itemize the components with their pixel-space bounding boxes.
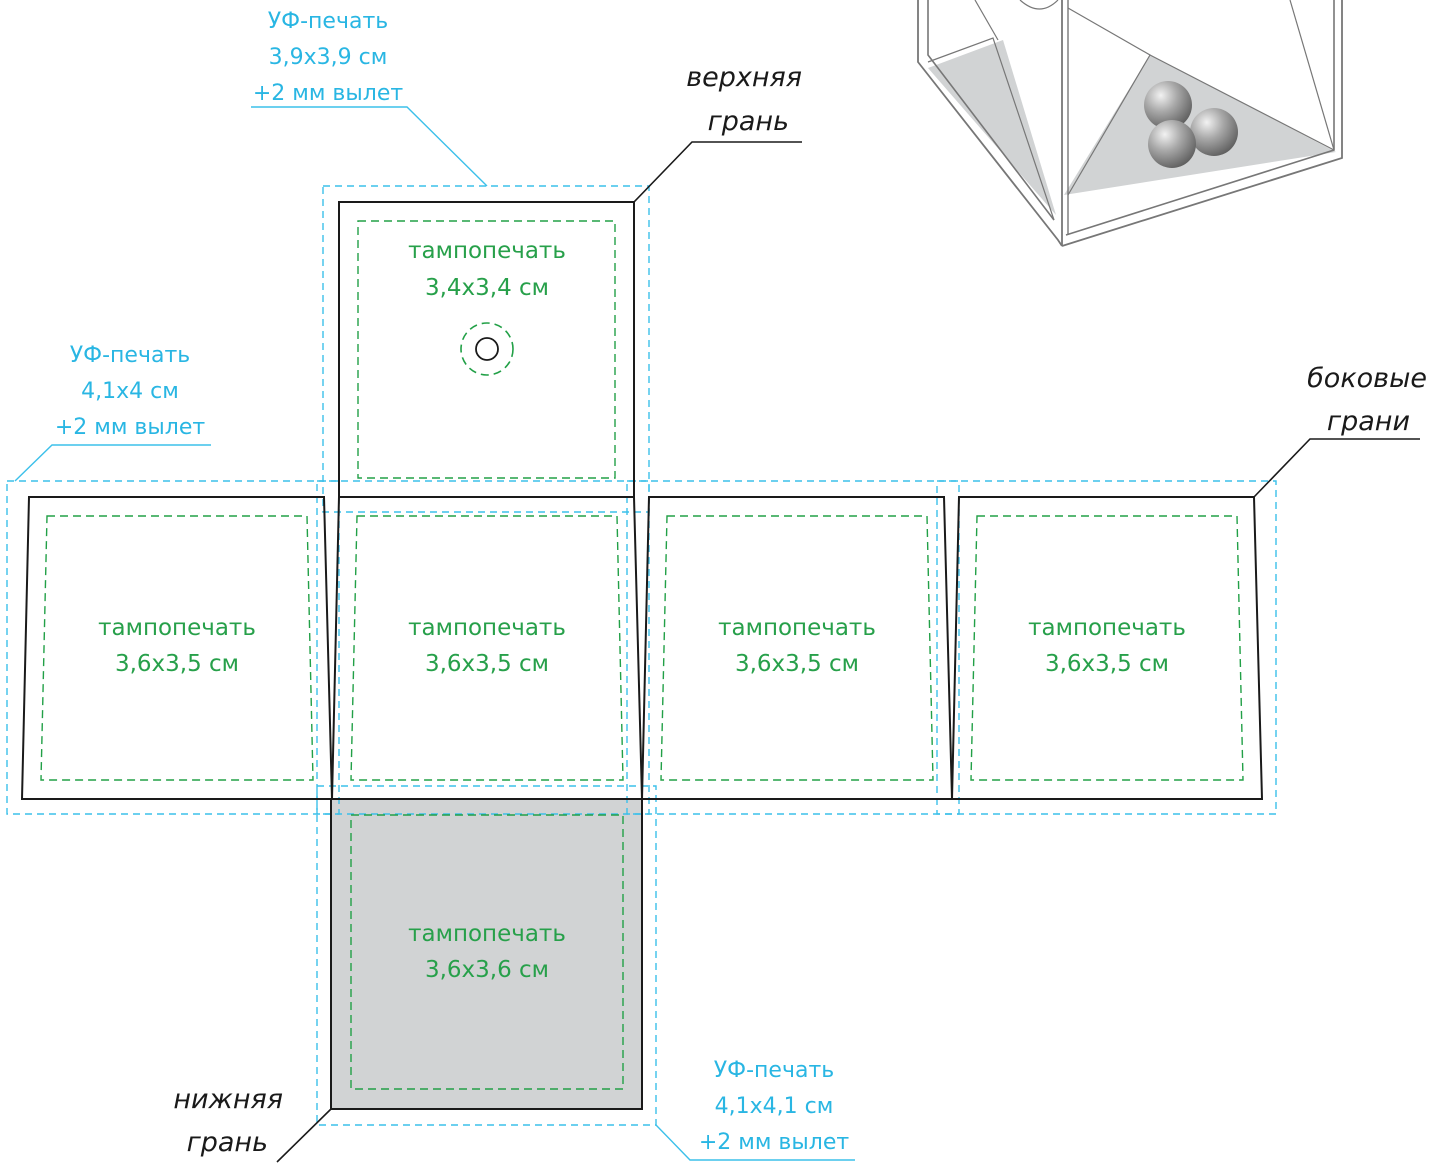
uv-bleed-side-4 xyxy=(936,480,1277,815)
pad-area-bottom-face xyxy=(350,814,624,1090)
cut-lines xyxy=(20,201,1264,1110)
uv-side-size: 4,1х4 см xyxy=(81,379,179,404)
bottom-face-fill xyxy=(331,799,642,1109)
uv-bleed-bottom-face xyxy=(316,785,657,1126)
pad-area-side-4 xyxy=(970,515,1244,781)
top-hole xyxy=(475,337,499,361)
box-fold-line-5 xyxy=(1149,54,1335,151)
uv-bottom-title: УФ-печать xyxy=(714,1058,834,1083)
box-inner-floor xyxy=(928,40,1056,215)
uv-bottom-size: 4,1х4,1 см xyxy=(715,1094,834,1119)
face-top-label-line1: верхняя xyxy=(686,62,802,93)
side-face-1-outline xyxy=(20,496,334,800)
pad-top-size: 3,4х3,4 см xyxy=(425,275,549,301)
box-outline-bottom xyxy=(1061,0,1343,247)
uv-top-title: УФ-печать xyxy=(268,9,388,34)
pad-side-4-title: тампопечать xyxy=(1028,615,1186,641)
pad-area-top-face xyxy=(357,220,616,479)
uv-top-size: 3,9х3,9 см xyxy=(269,45,388,70)
pad-area-side-3 xyxy=(660,515,934,781)
top-hole-pad-ring xyxy=(460,322,514,376)
uv-bleed-side-1 xyxy=(6,480,340,815)
ball-2 xyxy=(1190,108,1238,156)
box-top-hole-arc xyxy=(1019,0,1059,10)
uv-bleed-side-2 xyxy=(316,480,650,815)
uv-bleed-side-3 xyxy=(626,480,960,815)
leader-uv-side xyxy=(14,444,211,482)
face-bottom-label-line2: грань xyxy=(187,1127,268,1158)
bottom-face-outline xyxy=(330,798,643,1110)
box-outline-left-inner xyxy=(927,0,1055,221)
leader-uv-bottom xyxy=(655,1124,855,1161)
side-face-4-outline xyxy=(950,496,1264,800)
pad-bottom-title: тампопечать xyxy=(408,921,566,947)
uv-top-bleed: +2 мм вылет xyxy=(253,81,404,106)
pad-bottom-size: 3,6х3,6 см xyxy=(425,957,549,983)
pad-print-areas xyxy=(40,220,1244,1090)
side-face-3-outline xyxy=(640,496,954,800)
uv-side-title: УФ-печать xyxy=(70,343,190,368)
product-illustration xyxy=(917,0,1343,247)
pad-side-3-size: 3,6х3,5 см xyxy=(735,651,859,677)
pad-side-1-title: тампопечать xyxy=(98,615,256,641)
leader-uv-top xyxy=(251,106,488,187)
leader-face-bottom xyxy=(276,1108,332,1163)
pad-side-1-size: 3,6х3,5 см xyxy=(115,651,239,677)
box-fold-line-4 xyxy=(1289,0,1335,151)
uv-bottom-bleed: +2 мм вылет xyxy=(699,1130,850,1155)
uv-side-bleed: +2 мм вылет xyxy=(55,415,206,440)
leader-face-top xyxy=(633,141,802,203)
box-fold-line-1 xyxy=(927,37,1055,221)
box-outline-left xyxy=(917,0,1063,247)
face-bottom-label-line1: нижняя xyxy=(173,1084,283,1115)
ball-3 xyxy=(1148,120,1196,168)
pad-area-side-1 xyxy=(40,515,314,781)
pad-area-side-2 xyxy=(350,515,624,781)
uv-bleed-top-face xyxy=(322,185,650,513)
face-side-label-line1: боковые xyxy=(1307,363,1427,394)
side-face-2-outline xyxy=(330,496,644,800)
face-side-label-line2: грани xyxy=(1327,406,1410,437)
pad-side-2-title: тампопечать xyxy=(408,615,566,641)
uv-bleed-areas xyxy=(6,185,1277,1126)
face-top-label-line2: грань xyxy=(708,106,789,137)
pad-side-3-title: тампопечать xyxy=(718,615,876,641)
pad-side-2-size: 3,6х3,5 см xyxy=(425,651,549,677)
ball-1 xyxy=(1144,81,1192,129)
leader-lines xyxy=(14,106,1420,1163)
box-fold-line-2 xyxy=(974,0,999,41)
pad-top-title: тампопечать xyxy=(408,238,566,264)
leader-face-side xyxy=(1253,438,1420,498)
pad-side-4-size: 3,6х3,5 см xyxy=(1045,651,1169,677)
